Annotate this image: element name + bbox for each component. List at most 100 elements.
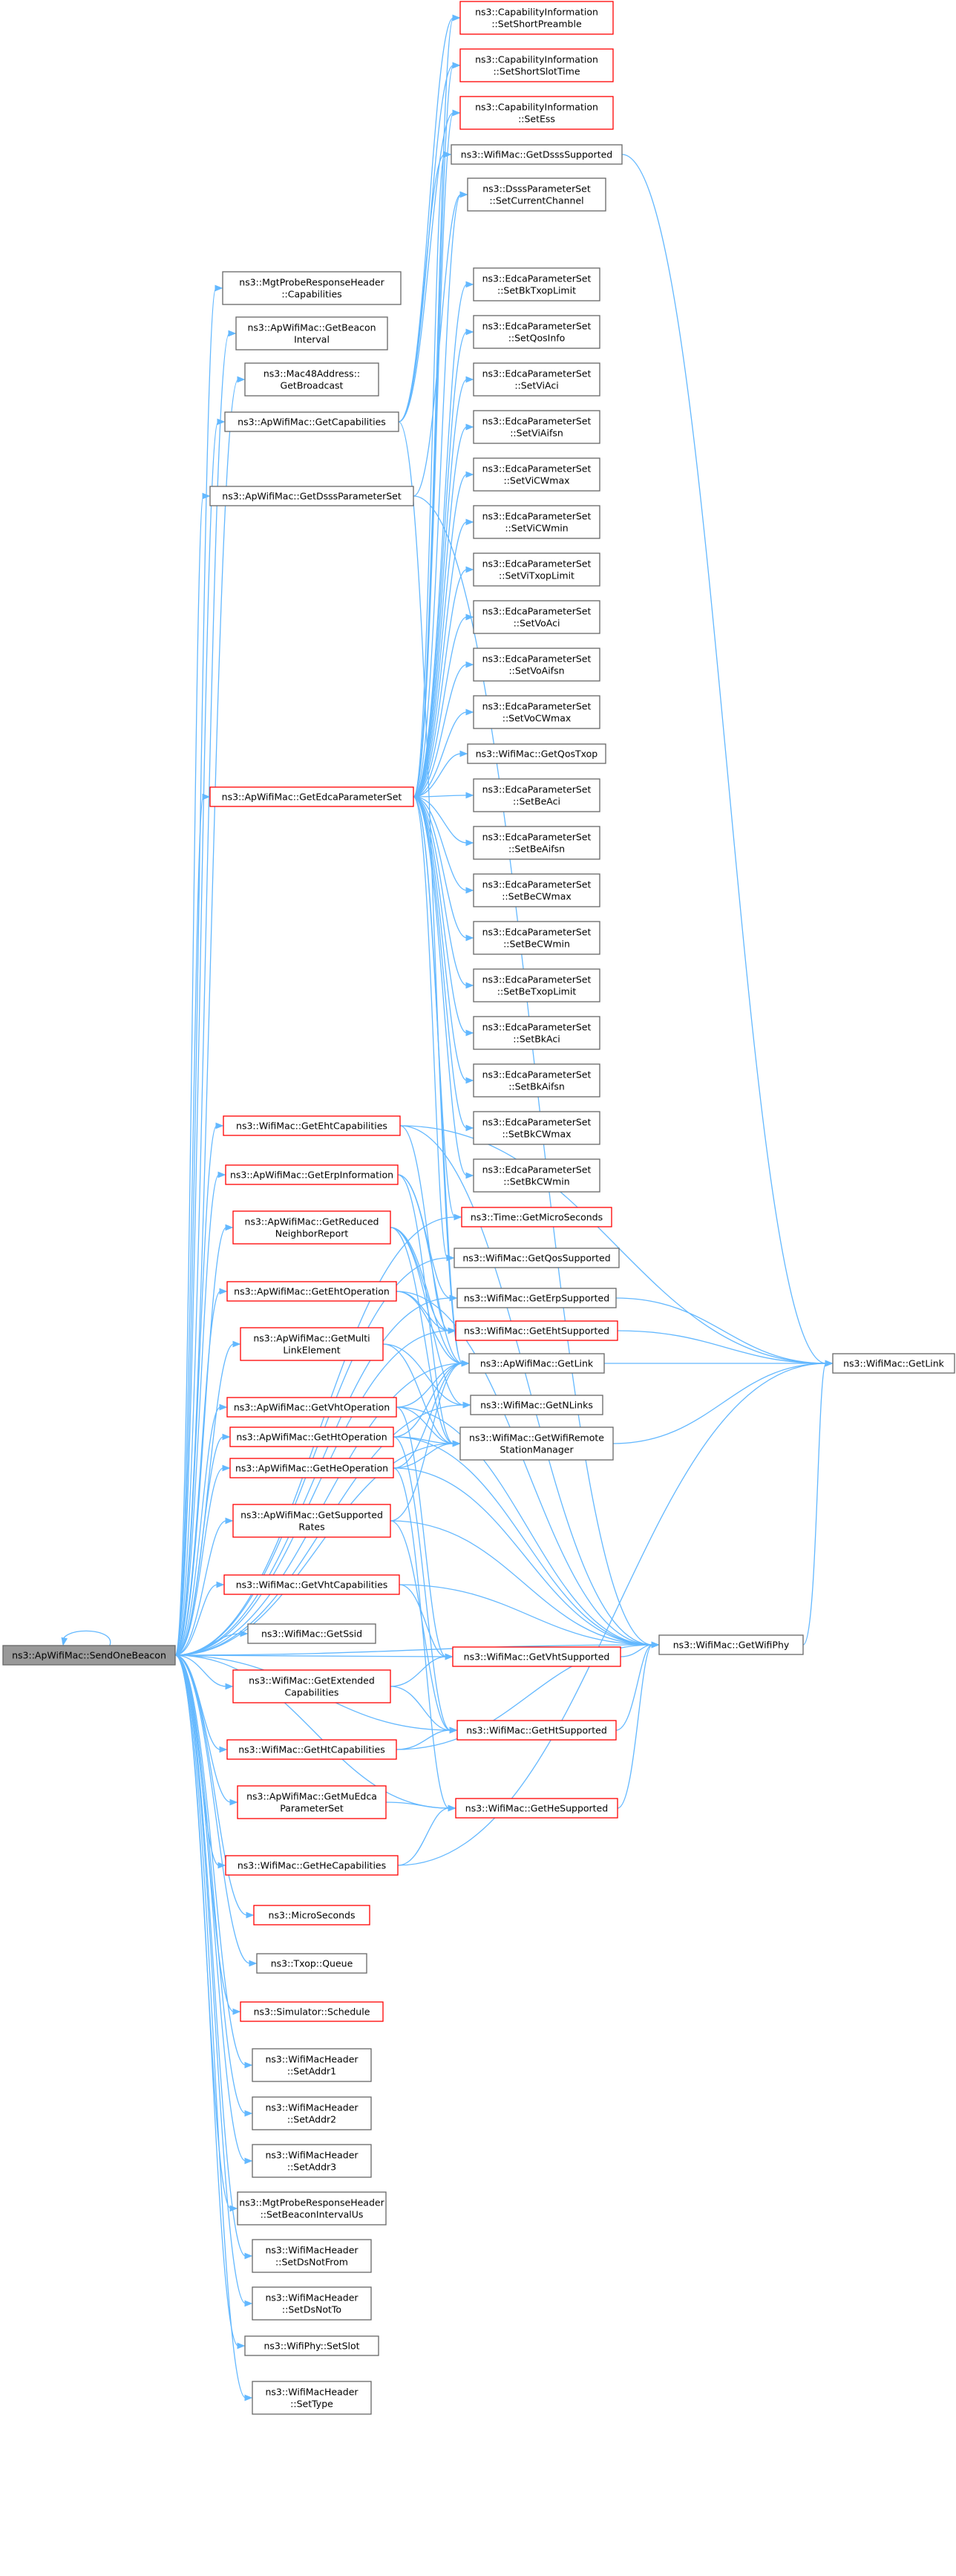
edge-arrowhead bbox=[215, 1122, 224, 1129]
edge-arrowhead bbox=[61, 1637, 68, 1646]
node-root[interactable]: ns3::ApWifiMac::SendOneBeacon bbox=[2, 1645, 176, 1666]
node-wm-get-ht-caps[interactable]: ns3::WifiMac::GetHtCapabilities bbox=[226, 1739, 397, 1760]
edge-root-to-hdr-ds-not-to bbox=[174, 1654, 246, 2304]
node-edca-bk-cwmin[interactable]: ns3::EdcaParameterSet::SetBkCWmin bbox=[473, 1158, 600, 1193]
node-time-get-us[interactable]: ns3::Time::GetMicroSeconds bbox=[461, 1207, 612, 1227]
node-box bbox=[473, 600, 600, 634]
node-edca-vo-aifsn[interactable]: ns3::EdcaParameterSet::SetVoAifsn bbox=[473, 648, 600, 682]
node-wm-get-nlinks[interactable]: ns3::WifiMac::GetNLinks bbox=[470, 1395, 603, 1415]
edge-arrowhead bbox=[465, 792, 474, 799]
node-wm-get-eht-supported[interactable]: ns3::WifiMac::GetEhtSupported bbox=[455, 1320, 618, 1341]
node-sim-schedule[interactable]: ns3::Simulator::Schedule bbox=[240, 2001, 384, 2022]
node-hdr-addr2[interactable]: ns3::WifiMacHeader::SetAddr2 bbox=[252, 2096, 372, 2130]
node-label: ns3::EdcaParameterSet bbox=[482, 463, 592, 475]
node-wm-get-ssid[interactable]: ns3::WifiMac::GetSsid bbox=[247, 1623, 376, 1644]
node-cap-ess[interactable]: ns3::CapabilityInformation::SetEss bbox=[459, 96, 614, 130]
node-phy-set-slot[interactable]: ns3::WifiPhy::SetSlot bbox=[244, 2335, 379, 2356]
node-edca-be-txop[interactable]: ns3::EdcaParameterSet::SetBeTxopLimit bbox=[473, 968, 600, 1002]
node-edca-vi-aci[interactable]: ns3::EdcaParameterSet::SetViAci bbox=[473, 362, 600, 397]
edge-arrowhead bbox=[249, 1960, 258, 1967]
node-dsss-set-channel[interactable]: ns3::DsssParameterSet::SetCurrentChannel bbox=[467, 177, 606, 212]
node-hdr-addr3[interactable]: ns3::WifiMacHeader::SetAddr3 bbox=[252, 2144, 372, 2178]
node-edca-vi-cwmin[interactable]: ns3::EdcaParameterSet::SetViCWmin bbox=[473, 505, 600, 539]
node-wm-get-remote-sm[interactable]: ns3::WifiMac::GetWifiRemoteStationManage… bbox=[459, 1426, 614, 1461]
edge-arrowhead bbox=[465, 887, 474, 894]
node-mgt-caps[interactable]: ns3::MgtProbeResponseHeader::Capabilitie… bbox=[222, 271, 402, 305]
node-wm-get-eht-caps[interactable]: ns3::WifiMac::GetEhtCapabilities bbox=[223, 1115, 401, 1136]
node-ap-get-eht-op[interactable]: ns3::ApWifiMac::GetEhtOperation bbox=[226, 1281, 397, 1302]
node-label: ::SetBkCWmax bbox=[502, 1129, 571, 1140]
node-box bbox=[225, 1164, 399, 1185]
node-edca-be-aifsn[interactable]: ns3::EdcaParameterSet::SetBeAifsn bbox=[473, 826, 600, 860]
node-label: ns3::MgtProbeResponseHeader bbox=[239, 2197, 384, 2208]
edge-ap-get-ht-op-to-ap-get-link bbox=[393, 1363, 463, 1438]
node-wm-get-ht-supported[interactable]: ns3::WifiMac::GetHtSupported bbox=[456, 1720, 617, 1741]
edge-ap-get-edca-paramset-to-wm-get-qos-txop bbox=[413, 753, 462, 798]
node-wm-get-link[interactable]: ns3::WifiMac::GetLink bbox=[832, 1353, 955, 1374]
node-wm-get-dsss-supported[interactable]: ns3::WifiMac::GetDsssSupported bbox=[451, 144, 623, 165]
node-cap-short-preamble[interactable]: ns3::CapabilityInformation::SetShortPrea… bbox=[459, 1, 614, 35]
node-ap-get-link[interactable]: ns3::ApWifiMac::GetLink bbox=[468, 1353, 605, 1374]
node-microseconds[interactable]: ns3::MicroSeconds bbox=[253, 1905, 370, 1926]
node-edca-be-cwmax[interactable]: ns3::EdcaParameterSet::SetBeCWmax bbox=[473, 873, 600, 907]
node-mac48-broadcast[interactable]: ns3::Mac48Address::GetBroadcast bbox=[244, 362, 379, 397]
node-hdr-ds-not-from[interactable]: ns3::WifiMacHeader::SetDsNotFrom bbox=[252, 2239, 372, 2273]
node-edca-be-aci[interactable]: ns3::EdcaParameterSet::SetBeAci bbox=[473, 778, 600, 812]
node-ap-get-dsss-paramset[interactable]: ns3::ApWifiMac::GetDsssParameterSet bbox=[209, 486, 414, 506]
node-ap-get-ht-op[interactable]: ns3::ApWifiMac::GetHtOperation bbox=[229, 1426, 394, 1447]
node-edca-vi-cwmax[interactable]: ns3::EdcaParameterSet::SetViCWmax bbox=[473, 457, 600, 492]
edge-wm-get-ext-caps-to-wm-get-ht-supported bbox=[390, 1686, 451, 1731]
node-mgt-set-beacon-us[interactable]: ns3::MgtProbeResponseHeader::SetBeaconIn… bbox=[237, 2191, 387, 2226]
node-hdr-addr1[interactable]: ns3::WifiMacHeader::SetAddr1 bbox=[252, 2048, 372, 2082]
node-edca-qos-info[interactable]: ns3::EdcaParameterSet::SetQosInfo bbox=[473, 315, 600, 349]
node-edca-vo-cwmax[interactable]: ns3::EdcaParameterSet::SetVoCWmax bbox=[473, 695, 600, 729]
edge-arrowhead bbox=[219, 1746, 228, 1753]
node-ap-get-he-op[interactable]: ns3::ApWifiMac::GetHeOperation bbox=[229, 1458, 394, 1478]
edge-ap-get-vht-op-to-wm-get-vht-supported bbox=[396, 1406, 447, 1657]
node-edca-vo-aci[interactable]: ns3::EdcaParameterSet::SetVoAci bbox=[473, 600, 600, 634]
node-hdr-set-type[interactable]: ns3::WifiMacHeader::SetType bbox=[252, 2381, 372, 2415]
node-wm-get-qos-supported[interactable]: ns3::WifiMac::GetQosSupported bbox=[454, 1248, 620, 1268]
node-hdr-ds-not-to[interactable]: ns3::WifiMacHeader::SetDsNotTo bbox=[252, 2286, 372, 2321]
node-box bbox=[473, 410, 600, 444]
node-box bbox=[459, 1, 614, 35]
edge-arrowhead bbox=[222, 1433, 231, 1441]
node-edca-vi-txop[interactable]: ns3::EdcaParameterSet::SetViTxopLimit bbox=[473, 552, 600, 587]
node-wm-get-qos-txop[interactable]: ns3::WifiMac::GetQosTxop bbox=[467, 743, 606, 764]
node-ap-get-capabilities[interactable]: ns3::ApWifiMac::GetCapabilities bbox=[224, 411, 399, 432]
node-cap-short-slot[interactable]: ns3::CapabilityInformation::SetShortSlot… bbox=[459, 48, 614, 82]
node-edca-bk-txop[interactable]: ns3::EdcaParameterSet::SetBkTxopLimit bbox=[473, 267, 600, 301]
node-label: ns3::ApWifiMac::GetMuEdca bbox=[246, 1791, 377, 1802]
node-edca-bk-cwmax[interactable]: ns3::EdcaParameterSet::SetBkCWmax bbox=[473, 1111, 600, 1145]
node-edca-bk-aci[interactable]: ns3::EdcaParameterSet::SetBkAci bbox=[473, 1016, 600, 1050]
node-ap-get-erp-info[interactable]: ns3::ApWifiMac::GetErpInformation bbox=[225, 1164, 399, 1185]
node-wm-get-vht-caps[interactable]: ns3::WifiMac::GetVhtCapabilities bbox=[223, 1574, 400, 1595]
node-edca-be-cwmin[interactable]: ns3::EdcaParameterSet::SetBeCWmin bbox=[473, 921, 600, 955]
node-label: ns3::EdcaParameterSet bbox=[482, 606, 592, 617]
edge-ap-get-edca-paramset-to-edca-qos-info bbox=[413, 331, 468, 798]
node-wm-get-he-supported[interactable]: ns3::WifiMac::GetHeSupported bbox=[455, 1798, 618, 1819]
edge-arrowhead bbox=[244, 2157, 253, 2165]
node-txop-queue[interactable]: ns3::Txop::Queue bbox=[256, 1953, 367, 1974]
node-ap-get-vht-op[interactable]: ns3::ApWifiMac::GetVhtOperation bbox=[226, 1397, 397, 1418]
node-label: ns3::EdcaParameterSet bbox=[482, 368, 592, 379]
node-wm-get-vht-supported[interactable]: ns3::WifiMac::GetVhtSupported bbox=[452, 1646, 621, 1667]
node-edca-vi-aifsn[interactable]: ns3::EdcaParameterSet::SetViAifsn bbox=[473, 410, 600, 444]
node-label: ns3::WifiMac::GetEhtCapabilities bbox=[236, 1121, 387, 1132]
node-box bbox=[252, 2048, 372, 2082]
edge-arrowhead bbox=[459, 750, 468, 757]
node-edca-bk-aifsn[interactable]: ns3::EdcaParameterSet::SetBkAifsn bbox=[473, 1063, 600, 1098]
node-label: LinkElement bbox=[283, 1345, 340, 1356]
node-wm-get-wifi-phy[interactable]: ns3::WifiMac::GetWifiPhy bbox=[658, 1634, 804, 1655]
node-ap-get-edca-paramset[interactable]: ns3::ApWifiMac::GetEdcaParameterSet bbox=[209, 786, 414, 807]
node-wm-get-erp-supported[interactable]: ns3::WifiMac::GetErpSupported bbox=[456, 1288, 617, 1308]
node-wm-get-he-caps[interactable]: ns3::WifiMac::GetHeCapabilities bbox=[225, 1855, 399, 1876]
edge-arrowhead bbox=[244, 2061, 253, 2069]
edge-root-to-txop-queue bbox=[174, 1654, 251, 1964]
